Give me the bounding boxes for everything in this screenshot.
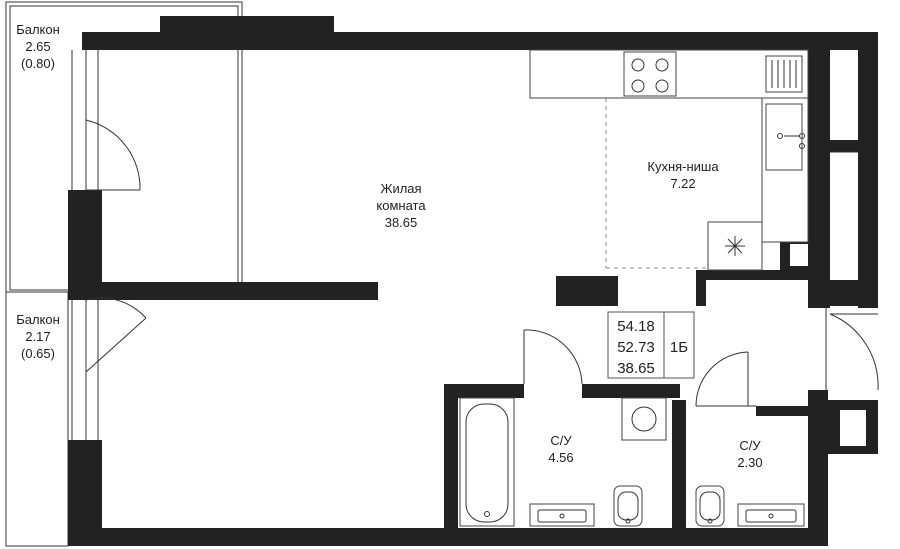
area-summary-box [607, 311, 695, 379]
stove-icon [623, 51, 677, 97]
door-bath-large [523, 329, 583, 385]
bath-large-area: 4.56 [548, 450, 573, 465]
balcony-bottom-area: 2.17 [25, 329, 50, 344]
wall-cutouts [790, 244, 866, 446]
washbasin-small-icon [737, 503, 805, 527]
toilet-large-icon [613, 485, 643, 527]
balcony-bottom-label: Балкон 2.17 (0.65) [16, 312, 60, 361]
living-room-name-1: Жилая [380, 181, 421, 196]
living-area-summary: 38.65 [617, 360, 655, 377]
total-area: 54.18 [617, 318, 655, 335]
door-bath-small [695, 351, 756, 407]
balcony-top-sub: (0.80) [21, 56, 55, 71]
bath-small-label: С/У 2.30 [737, 438, 762, 470]
kitchen-sink-icon [765, 103, 805, 171]
dish-rack-icon [765, 55, 803, 93]
area-excl-balcony: 52.73 [617, 339, 655, 356]
balcony-top-label: Балкон 2.65 (0.80) [16, 22, 60, 71]
door-balcony-top [85, 119, 141, 191]
door-entrance [825, 308, 879, 391]
apartment-type: 1Б [670, 339, 688, 356]
living-room-label: Жилая комната 38.65 [376, 181, 426, 230]
balcony-bottom [5, 291, 69, 547]
living-room-area: 38.65 [385, 215, 418, 230]
kitchen-name: Кухня-ниша [647, 159, 719, 174]
washing-machine-icon [621, 397, 667, 441]
kitchen-label: Кухня-ниша 7.22 [647, 159, 719, 191]
balcony-bottom-sub: (0.65) [21, 346, 55, 361]
bathtub-icon [459, 397, 515, 527]
kitchen-area: 7.22 [670, 176, 695, 191]
fridge-icon [707, 221, 763, 271]
washbasin-large-icon [529, 503, 595, 527]
toilet-small-icon [695, 485, 725, 527]
walls [68, 16, 878, 546]
living-room-name-2: комната [376, 198, 426, 213]
kitchen-zone-outline [605, 98, 708, 269]
balcony-top-name: Балкон [16, 22, 60, 37]
balcony-top-area: 2.65 [25, 39, 50, 54]
door-balcony-bottom [85, 297, 147, 373]
bath-large-label: С/У 4.56 [548, 433, 573, 465]
balcony-bottom-name: Балкон [16, 312, 60, 327]
bath-large-name: С/У [550, 433, 572, 448]
bath-small-name: С/У [739, 438, 761, 453]
bath-small-area: 2.30 [737, 455, 762, 470]
